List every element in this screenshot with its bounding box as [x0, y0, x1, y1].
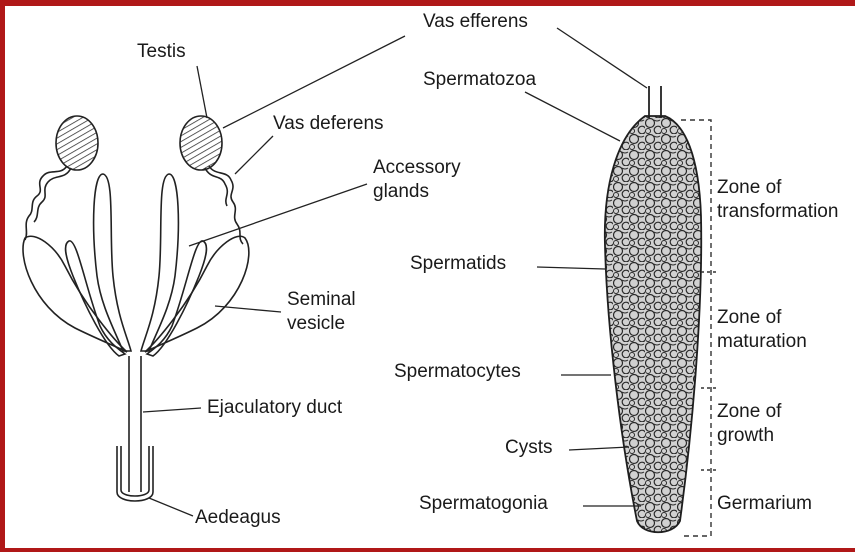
leader-vas-efferens: [557, 28, 647, 88]
leader-cysts: [569, 447, 629, 450]
leader-ejaculatory-duct: [143, 408, 201, 412]
label-accessory-glands: Accessory glands: [373, 156, 461, 204]
leader-seminal-vesicle: [215, 306, 281, 312]
zone-dividers: [701, 272, 717, 470]
label-spermatogonia: Spermatogonia: [419, 492, 548, 516]
leader-lines: [143, 28, 647, 516]
label-zone-growth: Zone of growth: [717, 400, 781, 448]
label-spermatocytes: Spermatocytes: [394, 360, 521, 384]
vas-efferens-tube: [649, 86, 661, 118]
left-testis: [56, 116, 98, 170]
male-reproductive-system: [23, 116, 249, 501]
testis-follicle: [605, 86, 701, 532]
leader-accessory-glands: [189, 184, 367, 246]
leader-vas-deferens: [235, 136, 273, 174]
label-vas-efferens: Vas efferens: [423, 10, 528, 34]
label-aedeagus: Aedeagus: [195, 506, 281, 530]
label-spermatozoa: Spermatozoa: [423, 68, 536, 92]
label-testis: Testis: [137, 40, 186, 64]
label-spermatids: Spermatids: [410, 252, 506, 276]
leader-spermatids: [537, 267, 605, 269]
label-cysts: Cysts: [505, 436, 553, 460]
left-vas-deferens: [25, 166, 67, 240]
label-vas-deferens: Vas deferens: [273, 112, 384, 136]
leader-testis: [197, 66, 207, 118]
label-germarium: Germarium: [717, 492, 812, 516]
aedeagus-shape: [117, 446, 153, 501]
ejaculatory-duct: [129, 356, 141, 492]
right-testis: [180, 116, 222, 170]
leader-spermatozoa: [525, 92, 620, 141]
label-ejaculatory-duct: Ejaculatory duct: [207, 396, 342, 420]
label-seminal-vesicle: Seminal vesicle: [287, 288, 356, 336]
leader-aedeagus: [149, 498, 193, 516]
label-zone-maturation: Zone of maturation: [717, 306, 807, 354]
label-zone-transformation: Zone of transformation: [717, 176, 838, 224]
